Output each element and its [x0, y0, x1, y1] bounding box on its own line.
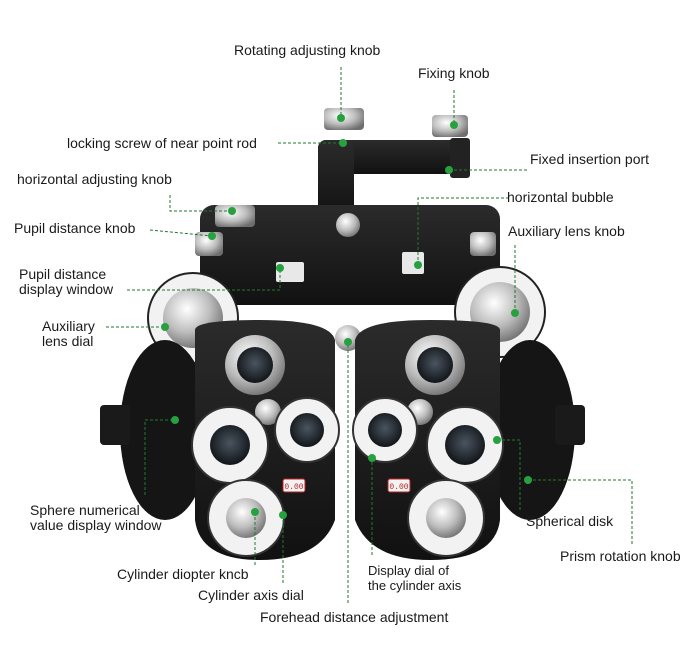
label-aux-dial: Auxiliary lens dial — [42, 318, 95, 349]
label-pupil-knob: Pupil distance knob — [14, 220, 136, 236]
label-cyl-diopter: Cylinder diopter kncb — [117, 566, 249, 582]
right-housing — [352, 320, 585, 560]
display-right: 0.00 — [389, 483, 408, 492]
left-housing — [100, 320, 340, 560]
label-locking-screw: locking screw of near point rod — [67, 135, 257, 151]
label-horizontal-bubble: horizontal bubble — [507, 189, 614, 205]
label-cyl-axis-display: Display dial of the cylinder axis — [368, 563, 462, 593]
label-forehead: Forehead distance adjustment — [260, 609, 449, 625]
label-fixed-port: Fixed insertion port — [530, 151, 650, 167]
label-spherical-disk: Spherical disk — [526, 513, 614, 529]
upper-bar — [195, 205, 500, 351]
label-prism-knob: Prism rotation knob — [560, 548, 681, 564]
fixing-knob-top — [432, 115, 468, 137]
label-sphere-window: Sphere numerical value display window — [30, 502, 162, 533]
label-horizontal-knob: horizontal adjusting knob — [17, 171, 172, 187]
label-cyl-axis-dial: Cylinder axis dial — [198, 587, 304, 603]
label-rotating-knob: Rotating adjusting knob — [234, 42, 381, 58]
callout-dots — [161, 114, 532, 519]
top-stand — [318, 108, 470, 220]
label-fixing-knob: Fixing knob — [418, 65, 490, 81]
display-left: 0.00 — [284, 483, 303, 492]
leader-lines — [106, 67, 633, 603]
label-aux-lens-knob: Auxiliary lens knob — [508, 223, 625, 239]
label-pupil-window: Pupil distance display window — [19, 266, 114, 297]
